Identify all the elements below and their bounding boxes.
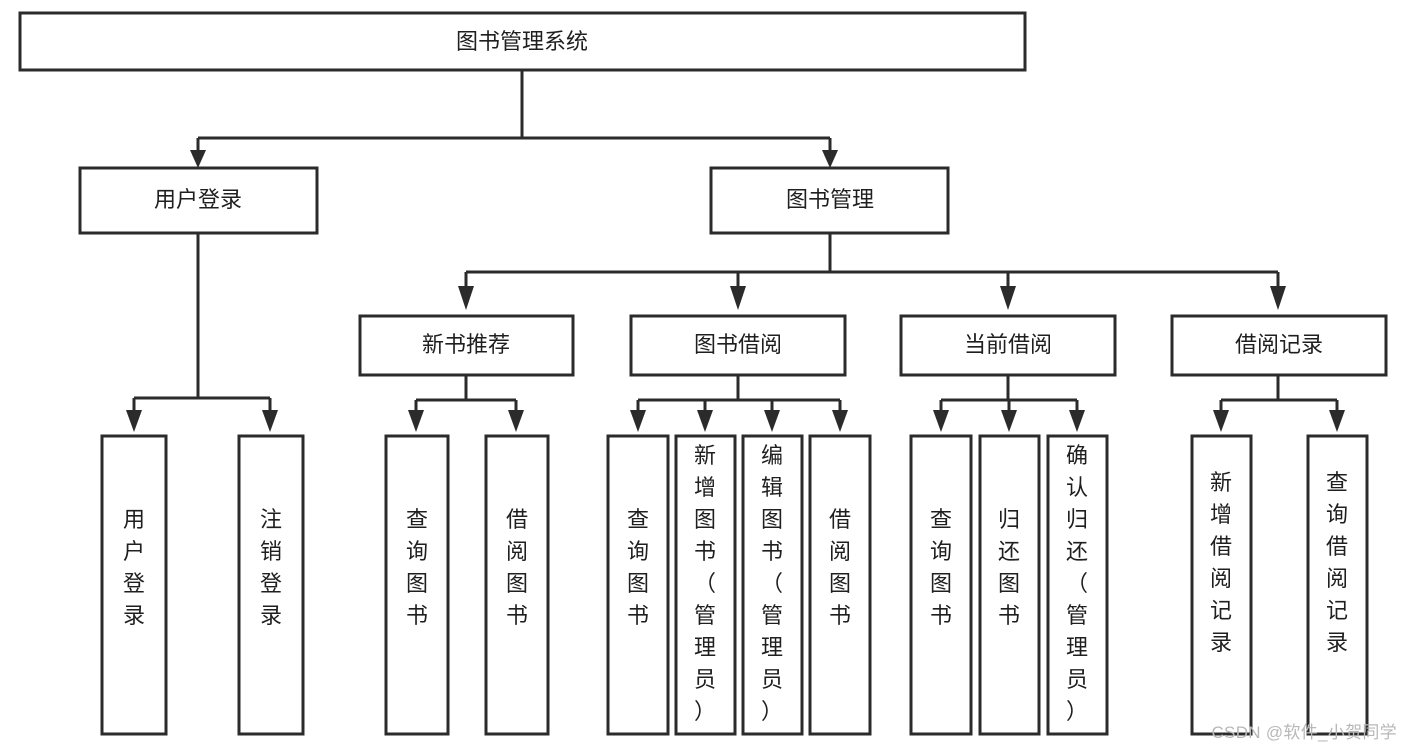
arrowhead-leaf-borrow-book-2 xyxy=(832,410,848,432)
node-book-manage[interactable]: 图书管理 xyxy=(709,166,950,235)
leaf-query-book-3-label: 查询图书 xyxy=(930,507,952,628)
leaf-borrow-book-1-label: 借阅图书 xyxy=(506,507,528,628)
node-root[interactable]: 图书管理系统 xyxy=(18,11,1027,72)
arrowhead-leaf-query-book-1 xyxy=(408,410,424,432)
node-book-manage-box[interactable] xyxy=(709,166,950,235)
node-borrow-record-box[interactable] xyxy=(1170,314,1388,377)
leaf-borrow-book-2-label: 借阅图书 xyxy=(829,507,851,628)
arrowhead-leaf-user-login xyxy=(126,410,142,432)
arrowhead-leaf-add-record xyxy=(1213,410,1229,432)
arrowhead-leaf-query-book-2 xyxy=(630,410,646,432)
leaf-query-record[interactable]: 查询借阅记录 xyxy=(1306,434,1369,736)
arrowhead-book-manage xyxy=(822,150,838,168)
leaf-add-record-label: 新增借阅记录 xyxy=(1210,470,1232,655)
csdn-watermark: CSDN @软件_小贺同学 xyxy=(1211,723,1397,742)
arrowhead-leaf-edit-book xyxy=(764,410,780,432)
edge-group-new-book-rec xyxy=(408,375,524,432)
arrowhead-leaf-logout xyxy=(262,410,278,432)
edge-group-current-borrow xyxy=(933,375,1085,432)
edge-group-root xyxy=(190,70,838,168)
node-root-label: 图书管理系统 xyxy=(456,29,588,54)
leaf-query-record-box[interactable] xyxy=(1306,434,1369,736)
arrowhead-leaf-confirm-return xyxy=(1069,410,1085,432)
leaf-borrow-book-2[interactable]: 借阅图书 xyxy=(808,434,872,736)
leaf-query-book-1-box[interactable] xyxy=(384,434,450,736)
arrowhead-leaf-return-book xyxy=(1001,410,1017,432)
leaf-return-book[interactable]: 归还图书 xyxy=(978,434,1041,736)
arrowhead-current-borrow xyxy=(1000,286,1016,310)
leaf-user-login-box[interactable] xyxy=(100,434,168,736)
leaf-edit-book[interactable]: 编辑图书（管理员） xyxy=(741,434,804,736)
node-current-borrow-label: 当前借阅 xyxy=(964,332,1052,357)
edge-group-user-login xyxy=(126,233,278,432)
arrowhead-user-login xyxy=(190,150,206,168)
node-root-box[interactable] xyxy=(18,11,1027,72)
leaf-add-book[interactable]: 新增图书（管理员） xyxy=(674,434,737,736)
arrowhead-borrow-record xyxy=(1270,286,1286,310)
leaf-query-book-1-label: 查询图书 xyxy=(406,507,428,628)
leaf-add-record-box[interactable] xyxy=(1190,434,1253,736)
node-current-borrow-box[interactable] xyxy=(899,314,1117,377)
leaf-confirm-return-box[interactable] xyxy=(1046,434,1109,736)
leaf-borrow-book-1[interactable]: 借阅图书 xyxy=(484,434,550,736)
leaf-query-book-3-box[interactable] xyxy=(909,434,973,736)
leaf-user-login-label: 用户登录 xyxy=(123,507,145,628)
arrowhead-leaf-add-book xyxy=(697,410,713,432)
leaf-return-book-box[interactable] xyxy=(978,434,1041,736)
leaf-confirm-return[interactable]: 确认归还（管理员） xyxy=(1046,434,1109,736)
node-book-borrow-label: 图书借阅 xyxy=(694,332,782,357)
node-book-manage-label: 图书管理 xyxy=(786,187,874,212)
node-borrow-record-label: 借阅记录 xyxy=(1235,332,1323,357)
leaf-query-book-2-label: 查询图书 xyxy=(627,507,649,628)
leaf-edit-book-box[interactable] xyxy=(741,434,804,736)
leaf-query-book-2[interactable]: 查询图书 xyxy=(606,434,670,736)
node-book-borrow-box[interactable] xyxy=(629,314,847,377)
node-new-book-rec-label: 新书推荐 xyxy=(422,332,510,357)
node-book-borrow[interactable]: 图书借阅 xyxy=(629,314,847,377)
node-borrow-record[interactable]: 借阅记录 xyxy=(1170,314,1388,377)
leaf-add-record[interactable]: 新增借阅记录 xyxy=(1190,434,1253,736)
node-user-login-label: 用户登录 xyxy=(154,187,242,212)
leaf-query-book-1[interactable]: 查询图书 xyxy=(384,434,450,736)
leaf-logout[interactable]: 注销登录 xyxy=(237,434,305,736)
leaf-confirm-return-label: 确认归还（管理员） xyxy=(1066,443,1088,724)
leaf-borrow-book-2-box[interactable] xyxy=(808,434,872,736)
edge-group-book-manage xyxy=(458,233,1286,310)
leaf-logout-label: 注销登录 xyxy=(260,507,282,628)
node-new-book-rec[interactable]: 新书推荐 xyxy=(358,314,575,377)
arrowhead-leaf-query-record xyxy=(1329,410,1345,432)
leaf-query-book-2-box[interactable] xyxy=(606,434,670,736)
leaf-logout-box[interactable] xyxy=(237,434,305,736)
node-new-book-rec-box[interactable] xyxy=(358,314,575,377)
leaf-query-book-3[interactable]: 查询图书 xyxy=(909,434,973,736)
edge-group-book-borrow xyxy=(630,375,848,432)
leaf-user-login[interactable]: 用户登录 xyxy=(100,434,168,736)
leaf-return-book-label: 归还图书 xyxy=(998,507,1020,628)
leaf-edit-book-label: 编辑图书（管理员） xyxy=(761,443,783,724)
edge-group-borrow-record xyxy=(1213,375,1345,432)
node-user-login[interactable]: 用户登录 xyxy=(78,166,319,235)
arrowhead-leaf-query-book-3 xyxy=(933,410,949,432)
leaf-add-book-box[interactable] xyxy=(674,434,737,736)
arrowhead-leaf-borrow-book-1 xyxy=(508,410,524,432)
leaf-borrow-book-1-box[interactable] xyxy=(484,434,550,736)
node-user-login-box[interactable] xyxy=(78,166,319,235)
arrowhead-book-borrow xyxy=(730,286,746,310)
node-current-borrow[interactable]: 当前借阅 xyxy=(899,314,1117,377)
leaf-query-record-label: 查询借阅记录 xyxy=(1326,470,1348,655)
leaf-add-book-label: 新增图书（管理员） xyxy=(694,443,716,724)
arrowhead-new-book-rec xyxy=(458,286,474,310)
